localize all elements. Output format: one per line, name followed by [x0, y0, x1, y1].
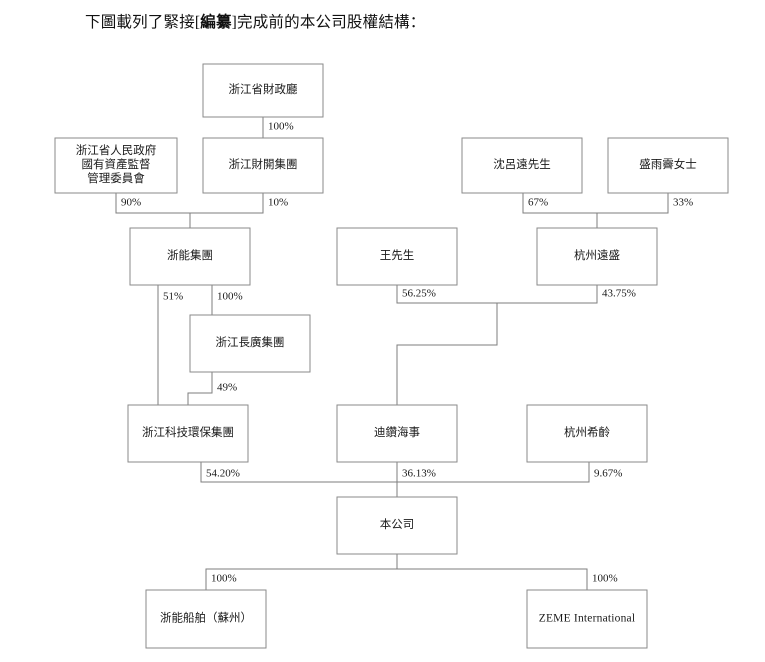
- intro-paragraph: 下圖載列了緊接[編纂]完成前的本公司股權結構：: [85, 12, 425, 34]
- edge-percent-n2-to-n6: 10%: [268, 197, 288, 209]
- node-n14[interactable]: 浙能船舶（蘇州）: [145, 589, 267, 649]
- node-box-n5: [607, 137, 729, 194]
- node-n5[interactable]: 盛雨霽女士: [607, 137, 729, 194]
- edge-n9-to-n10: [187, 372, 213, 405]
- edge-n7-to-n11: [396, 285, 498, 405]
- edge-percent-n12-to-n13: 9.67%: [594, 468, 622, 480]
- node-label-n8: 杭州遠盛: [574, 248, 620, 262]
- node-box-n11: [336, 404, 458, 463]
- node-label-n12: 杭州希齡: [564, 425, 610, 439]
- node-label-n7: 王先生: [380, 248, 415, 262]
- node-box-n6: [129, 227, 251, 286]
- intro-prefix: 下圖載列了緊接[: [85, 14, 201, 31]
- edge-n8-to-n11: [497, 285, 598, 304]
- edge-percent-n6-to-n9: 100%: [217, 291, 243, 303]
- node-label-n3-line-2: 國有資產監督: [82, 157, 151, 171]
- node-label-n5: 盛雨霽女士: [639, 157, 697, 171]
- node-label-n14: 浙能船舶（蘇州）: [160, 611, 252, 625]
- edges-layer: [115, 117, 669, 590]
- edge-percent-n13-to-n15: 100%: [592, 573, 618, 585]
- node-label-n3-line-1: 浙江省人民政府: [76, 143, 157, 157]
- node-label-n10: 浙江科技環保集團: [142, 425, 234, 439]
- node-box-n12: [526, 404, 648, 463]
- node-box-n4: [461, 137, 583, 194]
- node-n6[interactable]: 浙能集團: [129, 227, 251, 286]
- edge-percent-n7-to-n11: 56.25%: [402, 288, 436, 300]
- edge-n5-to-n8: [596, 193, 669, 228]
- edge-percent-n3-to-n6: 90%: [121, 197, 141, 209]
- node-n11[interactable]: 迪鑽海事: [336, 404, 458, 463]
- node-label-n2: 浙江財開集團: [229, 157, 298, 171]
- node-n2[interactable]: 浙江財開集團: [202, 137, 324, 194]
- edge-percent-n1-to-n2: 100%: [268, 121, 294, 133]
- edge-percent-n13-to-n14: 100%: [211, 573, 237, 585]
- node-box-n2: [202, 137, 324, 194]
- node-label-n11: 迪鑽海事: [374, 425, 420, 439]
- node-label-n15: ZEME International: [539, 613, 636, 625]
- edge-n13-to-n14: [205, 554, 398, 590]
- node-label-n9: 浙江長廣集團: [216, 335, 285, 349]
- node-n13[interactable]: 本公司: [336, 496, 458, 555]
- node-label-n1: 浙江省財政廳: [229, 82, 298, 96]
- edge-n2-to-n6: [189, 193, 264, 228]
- node-n9[interactable]: 浙江長廣集團: [189, 314, 311, 373]
- intro-suffix: ]完成前的本公司股權結構：: [231, 14, 426, 31]
- node-n4[interactable]: 沈呂遠先生: [461, 137, 583, 194]
- node-box-n7: [336, 227, 458, 286]
- edge-n13-to-n15: [397, 568, 588, 590]
- node-n7[interactable]: 王先生: [336, 227, 458, 286]
- edge-percent-n4-to-n8: 67%: [528, 197, 548, 209]
- edge-percent-n11-to-n13: 36.13%: [402, 468, 436, 480]
- node-box-n1: [202, 63, 324, 118]
- edge-percent-n8-to-n11: 43.75%: [602, 288, 636, 300]
- node-label-n4: 沈呂遠先生: [493, 157, 551, 171]
- edge-percent-n6-to-n10: 51%: [163, 291, 183, 303]
- node-n1[interactable]: 浙江省財政廳: [202, 63, 324, 118]
- node-label-n6: 浙能集團: [167, 248, 213, 262]
- intro-bold-term: 編纂: [200, 14, 232, 31]
- node-n10[interactable]: 浙江科技環保集團: [127, 404, 249, 463]
- edge-percent-n5-to-n8: 33%: [673, 197, 693, 209]
- node-label-n3-line-3: 管理委員會: [87, 171, 145, 185]
- node-n12[interactable]: 杭州希齡: [526, 404, 648, 463]
- node-box-n15: [526, 589, 648, 649]
- edge-labels-layer: 100% 90% 10% 67% 33% 51% 100% 49% 56.25% 43.75% 54…: [121, 121, 693, 585]
- node-box-n13: [336, 496, 458, 555]
- node-box-n10: [127, 404, 249, 463]
- node-box-n3: [54, 137, 178, 194]
- node-box-n8: [536, 227, 658, 286]
- node-box-n9: [189, 314, 311, 373]
- edge-percent-n10-to-n13: 54.20%: [206, 468, 240, 480]
- node-n8[interactable]: 杭州遠盛: [536, 227, 658, 286]
- node-box-n14: [145, 589, 267, 649]
- node-n15[interactable]: ZEME International: [526, 589, 648, 649]
- edge-n12-to-n13: [397, 462, 590, 483]
- node-label-n13: 本公司: [380, 517, 415, 531]
- edge-percent-n9-to-n10: 49%: [217, 382, 237, 394]
